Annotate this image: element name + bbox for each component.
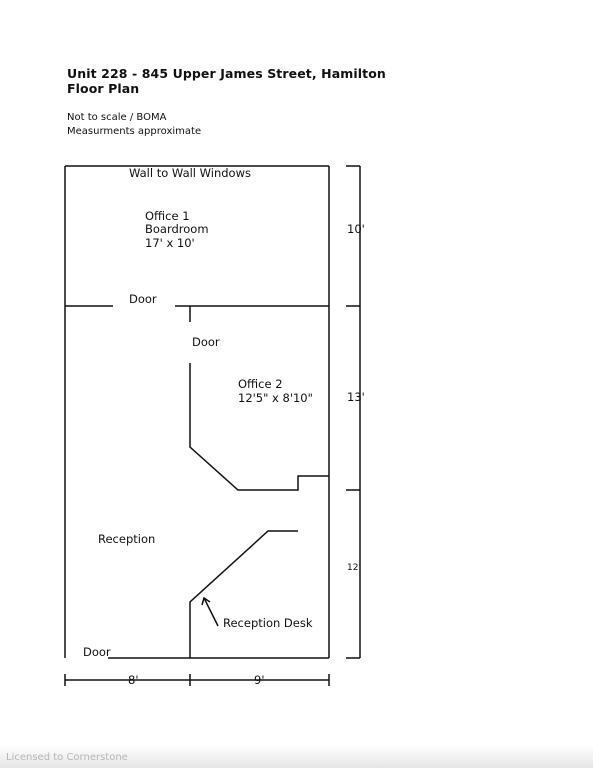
plan-subtitle: Floor Plan: [67, 81, 140, 96]
entry-door-label: Door: [83, 645, 111, 659]
office1-name: Office 1: [145, 209, 190, 223]
reception-desk: [189, 530, 298, 658]
scale-note: Not to scale / BOMA: [67, 112, 167, 123]
dimension-office2-depth: 13': [347, 390, 365, 404]
desk-pointer-arrowhead: [201, 596, 211, 606]
office1-use: Boardroom: [145, 222, 209, 236]
reception-desk-label: Reception Desk: [223, 616, 313, 630]
desk-pointer-arrow: [203, 597, 219, 627]
measurement-note: Measurments approximate: [67, 126, 202, 137]
dimension-reception-depth: 12': [347, 563, 361, 573]
office1-size: 17' x 10': [145, 236, 195, 250]
dimension-right-width: 9': [254, 673, 265, 687]
office2-wall: [189, 363, 329, 491]
office2-door-label: Door: [192, 335, 220, 349]
license-footer: Licensed to Cornerstone: [0, 744, 593, 768]
dimension-office1-depth: 10': [347, 222, 365, 236]
office1-door-label: Door: [129, 292, 157, 306]
reception-label: Reception: [98, 532, 156, 546]
windows-label: Wall to Wall Windows: [129, 166, 251, 180]
plan-title: Unit 228 - 845 Upper James Street, Hamil…: [67, 66, 386, 81]
office2-size: 12'5" x 8'10": [238, 391, 313, 405]
office2-name: Office 2: [238, 377, 283, 391]
dimension-left-width: 8': [128, 673, 139, 687]
license-text: Licensed to Cornerstone: [6, 752, 128, 763]
